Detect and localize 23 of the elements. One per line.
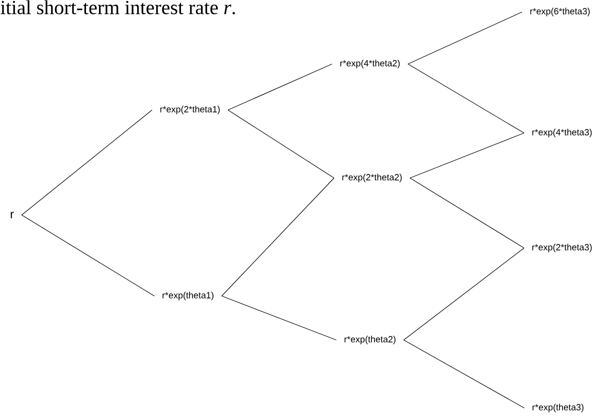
branch-line [408, 64, 524, 134]
branch-line [403, 340, 525, 408]
branch-line [410, 132, 524, 178]
branch-line [228, 64, 332, 110]
node-label: r*exp(2*theta2) [342, 174, 402, 182]
branch-line [403, 248, 524, 340]
node-label: r*exp(4*theta2) [340, 60, 400, 68]
branch-line [21, 214, 155, 296]
node-label: r*exp(theta3) [532, 404, 584, 412]
node-label: r*exp(4*theta3) [532, 128, 592, 138]
branch-line [228, 110, 334, 178]
node-label: r*exp(6*theta3) [530, 8, 590, 16]
node-label: r*exp(theta2) [344, 336, 396, 344]
node-label: r [10, 212, 14, 218]
node-label: r*exp(2*theta3) [532, 244, 592, 252]
heading-text: itial short-term interest rate r. [0, 0, 235, 14]
node-label: r*exp(2*theta1) [160, 106, 220, 114]
node-label: r*exp(theta1) [162, 292, 214, 300]
branch-line [21, 110, 152, 216]
branch-line [221, 296, 337, 340]
branch-line [410, 178, 524, 248]
branch-line [408, 12, 522, 64]
branch-line [221, 178, 334, 296]
